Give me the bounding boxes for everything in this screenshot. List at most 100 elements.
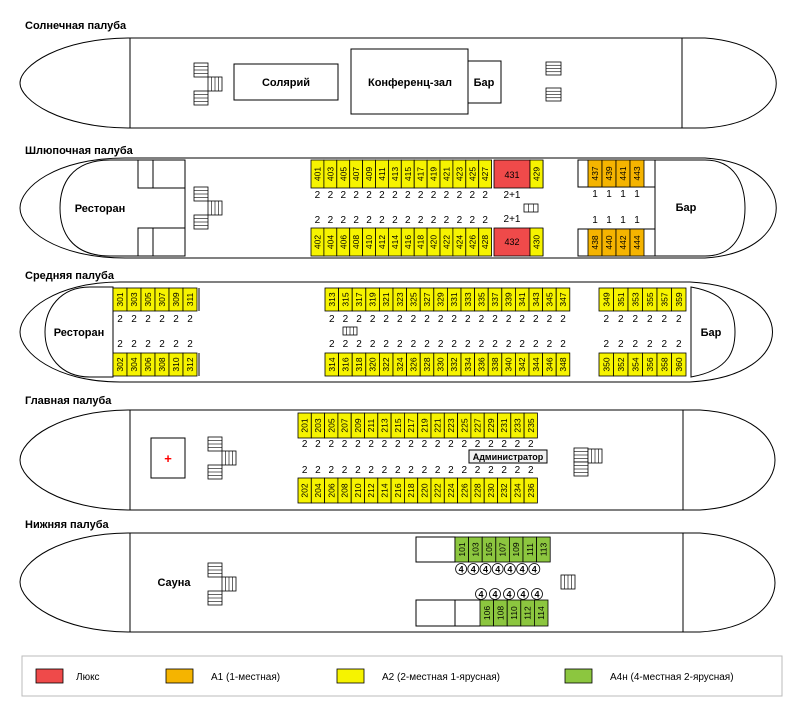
cabin-number-358: 358: [659, 357, 669, 371]
capacity-circle: [517, 588, 529, 600]
capacity-label: 2: [353, 190, 359, 201]
capacity-label: 4: [459, 565, 464, 575]
capacity-label: 2: [408, 465, 414, 476]
room-restaurant-middle-label: Ресторан: [54, 327, 105, 339]
capacity-label: 4: [471, 565, 476, 575]
restaurant-middle-outline: [44, 286, 114, 378]
capacity-circle: [489, 588, 501, 600]
cabin-number-225: 225: [459, 418, 469, 432]
capacity-label: 2: [405, 190, 411, 201]
room-lower-storage-top: [415, 536, 456, 563]
capacity-label: 4: [478, 590, 483, 600]
room-restaurant-boat-top: [137, 159, 186, 189]
cabin-number-327: 327: [422, 292, 432, 306]
cabin-number-311: 311: [185, 292, 195, 306]
capacity-label: 2: [302, 465, 308, 476]
cabin-number-353: 353: [630, 292, 640, 306]
cabin-number-408: 408: [351, 235, 361, 249]
capacity-label: 2: [366, 190, 372, 201]
legend-swatch-a2: [336, 668, 365, 684]
cabin-347: [555, 287, 571, 312]
capacity-circle: [516, 563, 528, 575]
capacity-label: 2: [444, 215, 450, 226]
cabin-number-107: 107: [498, 542, 508, 556]
capacity-label: 2: [482, 215, 488, 226]
deck-title-boat: Шлюпочная палуба: [25, 145, 134, 157]
capacity-label: 2: [411, 339, 417, 350]
cabin-number-227: 227: [473, 418, 483, 432]
cabin-number-315: 315: [340, 292, 350, 306]
cabin-number-404: 404: [325, 235, 335, 249]
cabin-number-359: 359: [674, 292, 684, 306]
capacity-label: 1: [634, 215, 640, 226]
capacity-label: 2: [603, 314, 609, 325]
capacity-label: 4: [483, 565, 488, 575]
capacity-label: 2: [533, 339, 539, 350]
capacity-label: 2+1: [504, 190, 521, 201]
capacity-label: 2: [515, 439, 521, 450]
cabin-number-431: 431: [504, 170, 519, 180]
admin-desk: [468, 449, 548, 464]
legend-label-a4n: А4н (4-местная 2-ярусная): [610, 672, 734, 683]
restaurant-boat-outline: [59, 159, 186, 257]
cabin-number-109: 109: [511, 542, 521, 556]
capacity-label: 2: [392, 190, 398, 201]
cabin-number-208: 208: [340, 483, 350, 497]
cabin-312: [182, 352, 198, 377]
cabin-number-230: 230: [486, 483, 496, 497]
capacity-label: 2: [329, 314, 335, 325]
cabin-number-401: 401: [312, 167, 322, 181]
cabin-number-356: 356: [645, 357, 655, 371]
capacity-circle: [503, 563, 516, 575]
capacity-label: 4: [534, 590, 539, 600]
capacity-label: 2: [342, 439, 348, 450]
capacity-label: 2: [370, 314, 376, 325]
capacity-circle: [479, 563, 492, 575]
cabin-number-229: 229: [486, 418, 496, 432]
cabin-number-235: 235: [526, 418, 536, 432]
capacity-label: 2: [328, 215, 334, 226]
room-conference-label: Конференц-зал: [368, 77, 452, 89]
cabin-number-352: 352: [616, 357, 626, 371]
cabin-number-110: 110: [509, 606, 519, 620]
capacity-label: 1: [592, 189, 598, 200]
capacity-circle: [531, 588, 543, 600]
cabin-number-331: 331: [449, 292, 459, 306]
capacity-label: 2: [457, 215, 463, 226]
cabin-number-323: 323: [395, 292, 405, 306]
cabin-number-402: 402: [312, 235, 322, 249]
cabin-number-412: 412: [377, 235, 387, 249]
capacity-label: 2: [356, 314, 362, 325]
cabin-number-418: 418: [416, 235, 426, 249]
cabin-348: [555, 352, 571, 377]
deck-title-middle: Средняя палуба: [25, 270, 115, 282]
cabin-number-313: 313: [327, 292, 337, 306]
capacity-label: 2: [492, 339, 498, 350]
cabin-number-442: 442: [618, 235, 628, 249]
capacity-label: 2: [408, 439, 414, 450]
capacity-label: 2: [383, 314, 389, 325]
cabin-number-333: 333: [463, 292, 473, 306]
cabin-number-113: 113: [538, 542, 548, 556]
room-bar-label: Бар: [474, 77, 495, 89]
static-layer: Солнечная палуба Солярий Конференц-зал Б…: [19, 20, 783, 697]
capacity-label: 4: [532, 565, 537, 575]
cabin-number-439: 439: [604, 166, 614, 180]
cabin-number-422: 422: [441, 235, 451, 249]
cabin-number-203: 203: [313, 418, 323, 432]
cabin-number-438: 438: [590, 235, 600, 249]
cabin-number-325: 325: [408, 292, 418, 306]
capacity-label: 2: [366, 215, 372, 226]
cabin-number-421: 421: [441, 167, 451, 181]
legend-swatch-a4n: [564, 668, 593, 684]
capacity-label: 2: [356, 339, 362, 350]
cabin-number-316: 316: [340, 357, 350, 371]
legend-label-a2: А2 (2-местная 1-ярусная): [382, 672, 500, 683]
cabin-number-204: 204: [313, 483, 323, 497]
capacity-label: 2: [424, 314, 430, 325]
capacity-label: 2+1: [504, 214, 521, 225]
capacity-label: 2: [547, 314, 553, 325]
cabin-113: [536, 536, 551, 563]
capacity-label: 1: [606, 215, 612, 226]
